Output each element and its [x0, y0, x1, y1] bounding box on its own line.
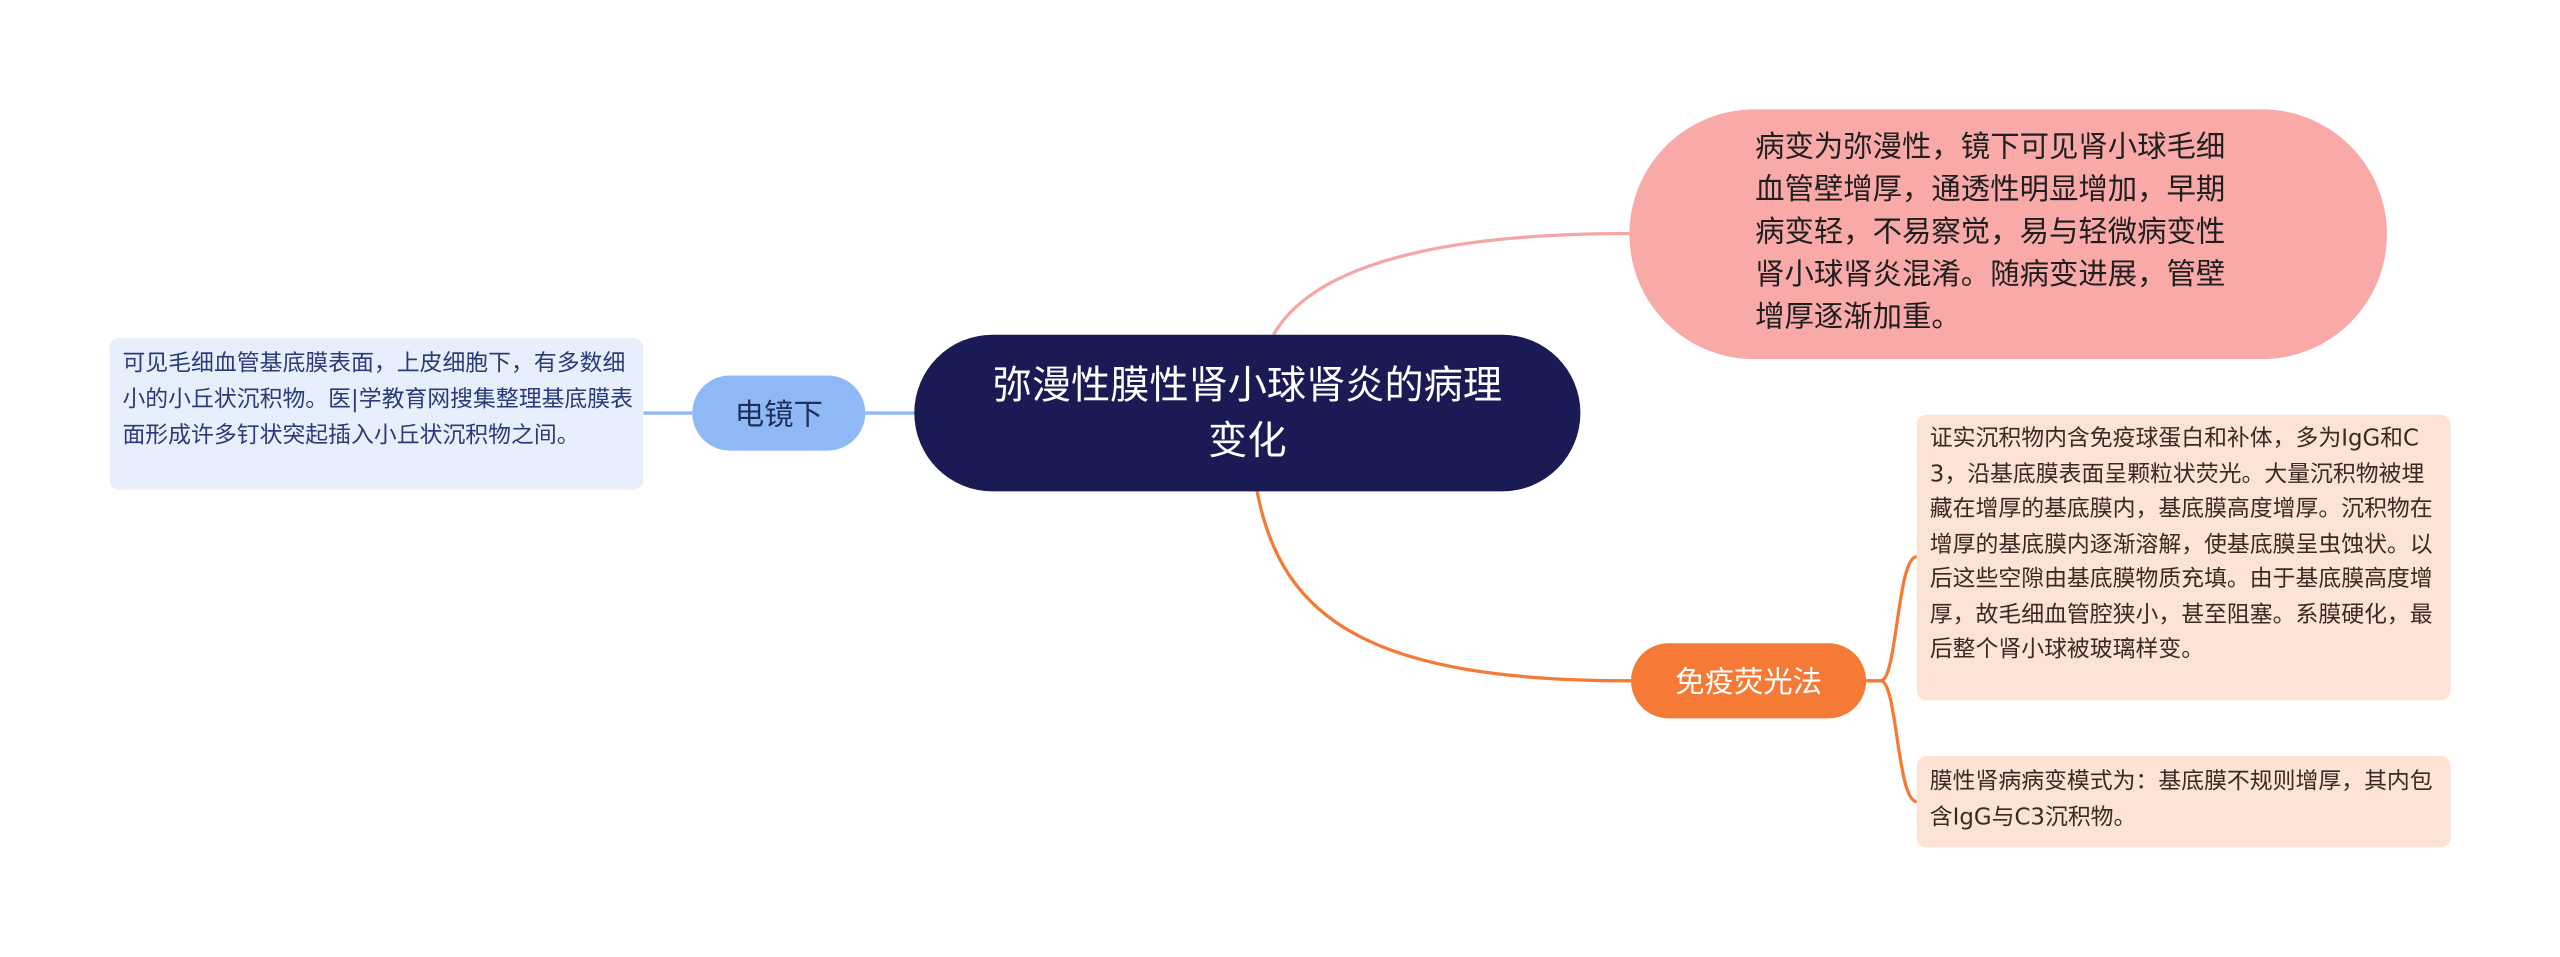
electron-microscope-detail[interactable]: 可见毛细血管基底膜表面，上皮细胞下，有多数细小的小丘状沉积物。医|学教育网搜集整…: [109, 337, 644, 490]
connector-immuno-to-detail1: [1866, 555, 1918, 683]
immunofluorescence-label: 免疫荧光法: [1675, 666, 1823, 701]
immunofluorescence-detail-1[interactable]: 证实沉积物内含免疫球蛋白和补体，多为IgG和C3，沿基底膜表面呈颗粒状荧光。大量…: [1916, 414, 2451, 701]
immunofluorescence-detail-2[interactable]: 膜性肾病病变模式为：基底膜不规则增厚，其内包含IgG与C3沉积物。: [1916, 755, 2451, 848]
immunofluorescence-topic[interactable]: 免疫荧光法: [1631, 643, 1867, 719]
connector-root-to-pathology: [1272, 231, 1630, 336]
electron-microscope-label: 电镜下: [734, 398, 823, 433]
immunofluorescence-detail-2-text: 膜性肾病病变模式为：基底膜不规则增厚，其内包含IgG与C3沉积物。: [1929, 768, 2433, 831]
electron-microscope-detail-text: 可见毛细血管基底膜表面，上皮细胞下，有多数细小的小丘状沉积物。医|学教育网搜集整…: [122, 351, 634, 449]
root-topic-title: 弥漫性膜性肾小球肾炎的病理变化: [992, 362, 1503, 464]
pathology-topic[interactable]: 病变为弥漫性，镜下可见肾小球毛细血管壁增厚，通透性明显增加，早期病变轻，不易察觉…: [1629, 109, 2387, 360]
connector-immuno-to-detail2: [1880, 679, 1918, 804]
immunofluorescence-detail-1-text: 证实沉积物内含免疫球蛋白和补体，多为IgG和C3，沿基底膜表面呈颗粒状荧光。大量…: [1929, 426, 2433, 663]
connector-root-to-immuno: [1255, 491, 1632, 683]
electron-microscope-topic[interactable]: 电镜下: [692, 375, 866, 451]
pathology-text: 病变为弥漫性，镜下可见肾小球毛细血管壁增厚，通透性明显增加，早期病变轻，不易察觉…: [1755, 130, 2226, 335]
root-topic[interactable]: 弥漫性膜性肾小球肾炎的病理变化: [914, 334, 1581, 492]
